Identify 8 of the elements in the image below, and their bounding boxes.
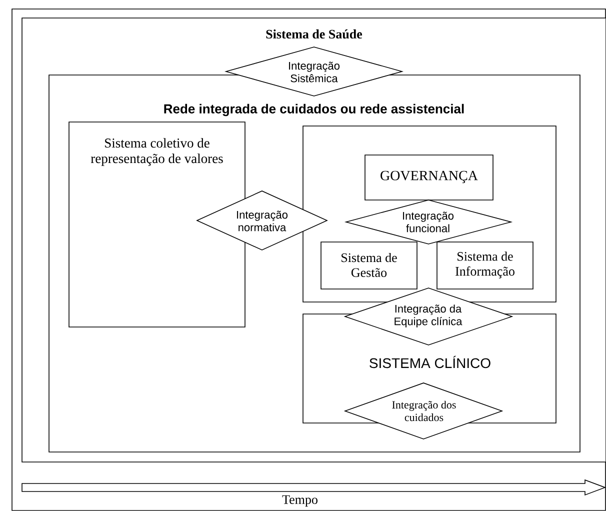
box-title: GOVERNANÇA — [380, 170, 478, 184]
axis-label: Tempo — [282, 495, 318, 507]
box-title: SISTEMA CLÍNICO — [370, 356, 490, 368]
box-title: Rede integrada de cuidados ou rede assistencial — [164, 104, 464, 116]
box-title: Sistema coletivo de representação de valores — [90, 138, 223, 166]
box-title: Sistema de Gestão — [342, 252, 397, 277]
box-title: Sistema de Informação — [456, 252, 514, 278]
box-title: Sistema de Saúde — [266, 29, 362, 39]
